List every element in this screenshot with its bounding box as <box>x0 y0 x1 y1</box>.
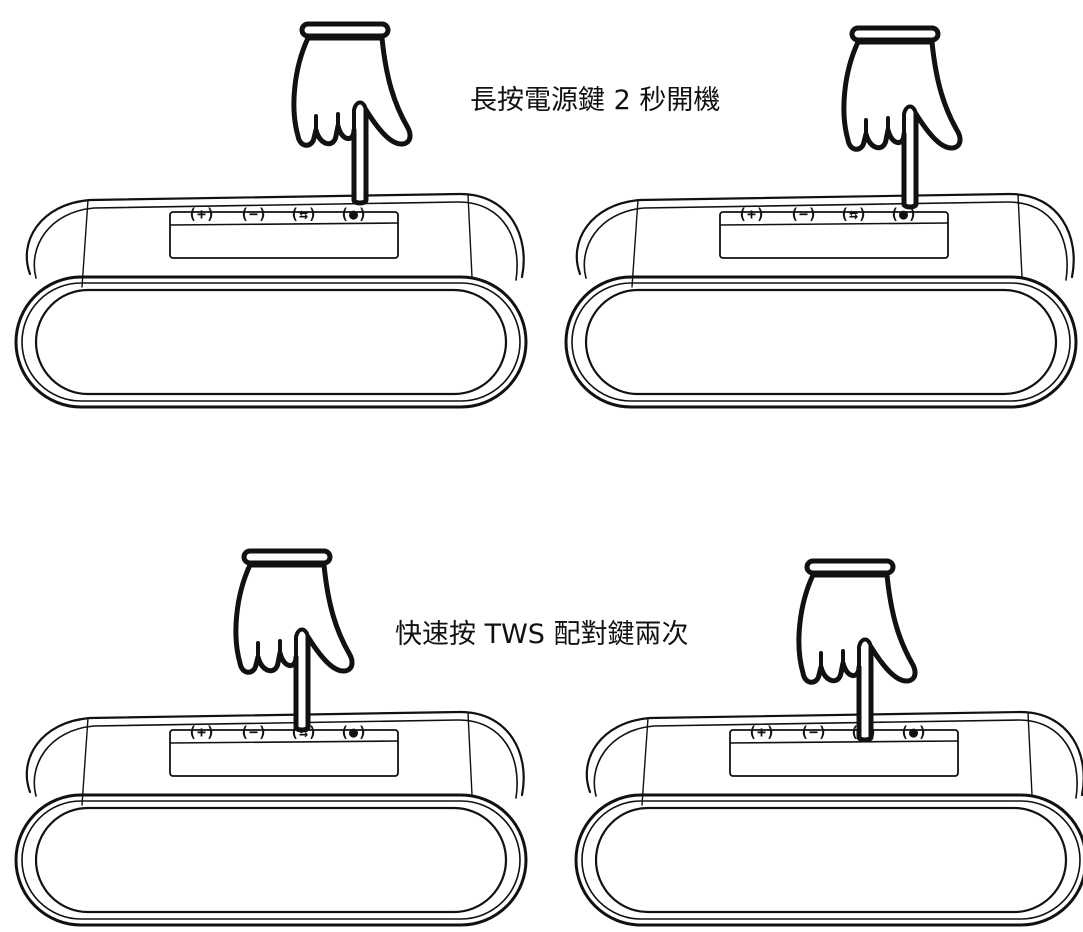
btn-label-tws: (⇆) <box>290 205 317 223</box>
btn-label-power: (●) <box>890 205 917 223</box>
speaker-illustration-4: (+) (−) (⇆) (●) <box>574 710 1083 927</box>
btn-label-minus: (−) <box>790 205 817 223</box>
btn-label-power: (●) <box>900 723 927 741</box>
btn-label-plus: (+) <box>738 205 765 223</box>
btn-label-minus: (−) <box>240 205 267 223</box>
btn-label-minus: (−) <box>240 723 267 741</box>
btn-label-plus: (+) <box>188 205 215 223</box>
pointing-hand-icon <box>844 28 960 207</box>
btn-label-tws: (⇆) <box>840 205 867 223</box>
speaker-illustration-2: (+) (−) (⇆) (●) <box>564 192 1078 409</box>
btn-label-power: (●) <box>340 723 367 741</box>
btn-label-plus: (+) <box>188 723 215 741</box>
pointing-hand-icon <box>294 24 410 203</box>
speaker-illustration-3: (+) (−) (⇆) (●) <box>14 710 528 927</box>
pointing-hand-icon <box>236 551 352 730</box>
btn-label-power: (●) <box>340 205 367 223</box>
caption-tws-pairing: 快速按 TWS 配對鍵兩次 <box>395 619 689 650</box>
speaker-illustration-1: (+) (−) (⇆) (●) <box>14 192 528 409</box>
btn-label-plus: (+) <box>748 723 775 741</box>
caption-power-on: 長按電源鍵 2 秒開機 <box>470 85 721 116</box>
btn-label-minus: (−) <box>800 723 827 741</box>
